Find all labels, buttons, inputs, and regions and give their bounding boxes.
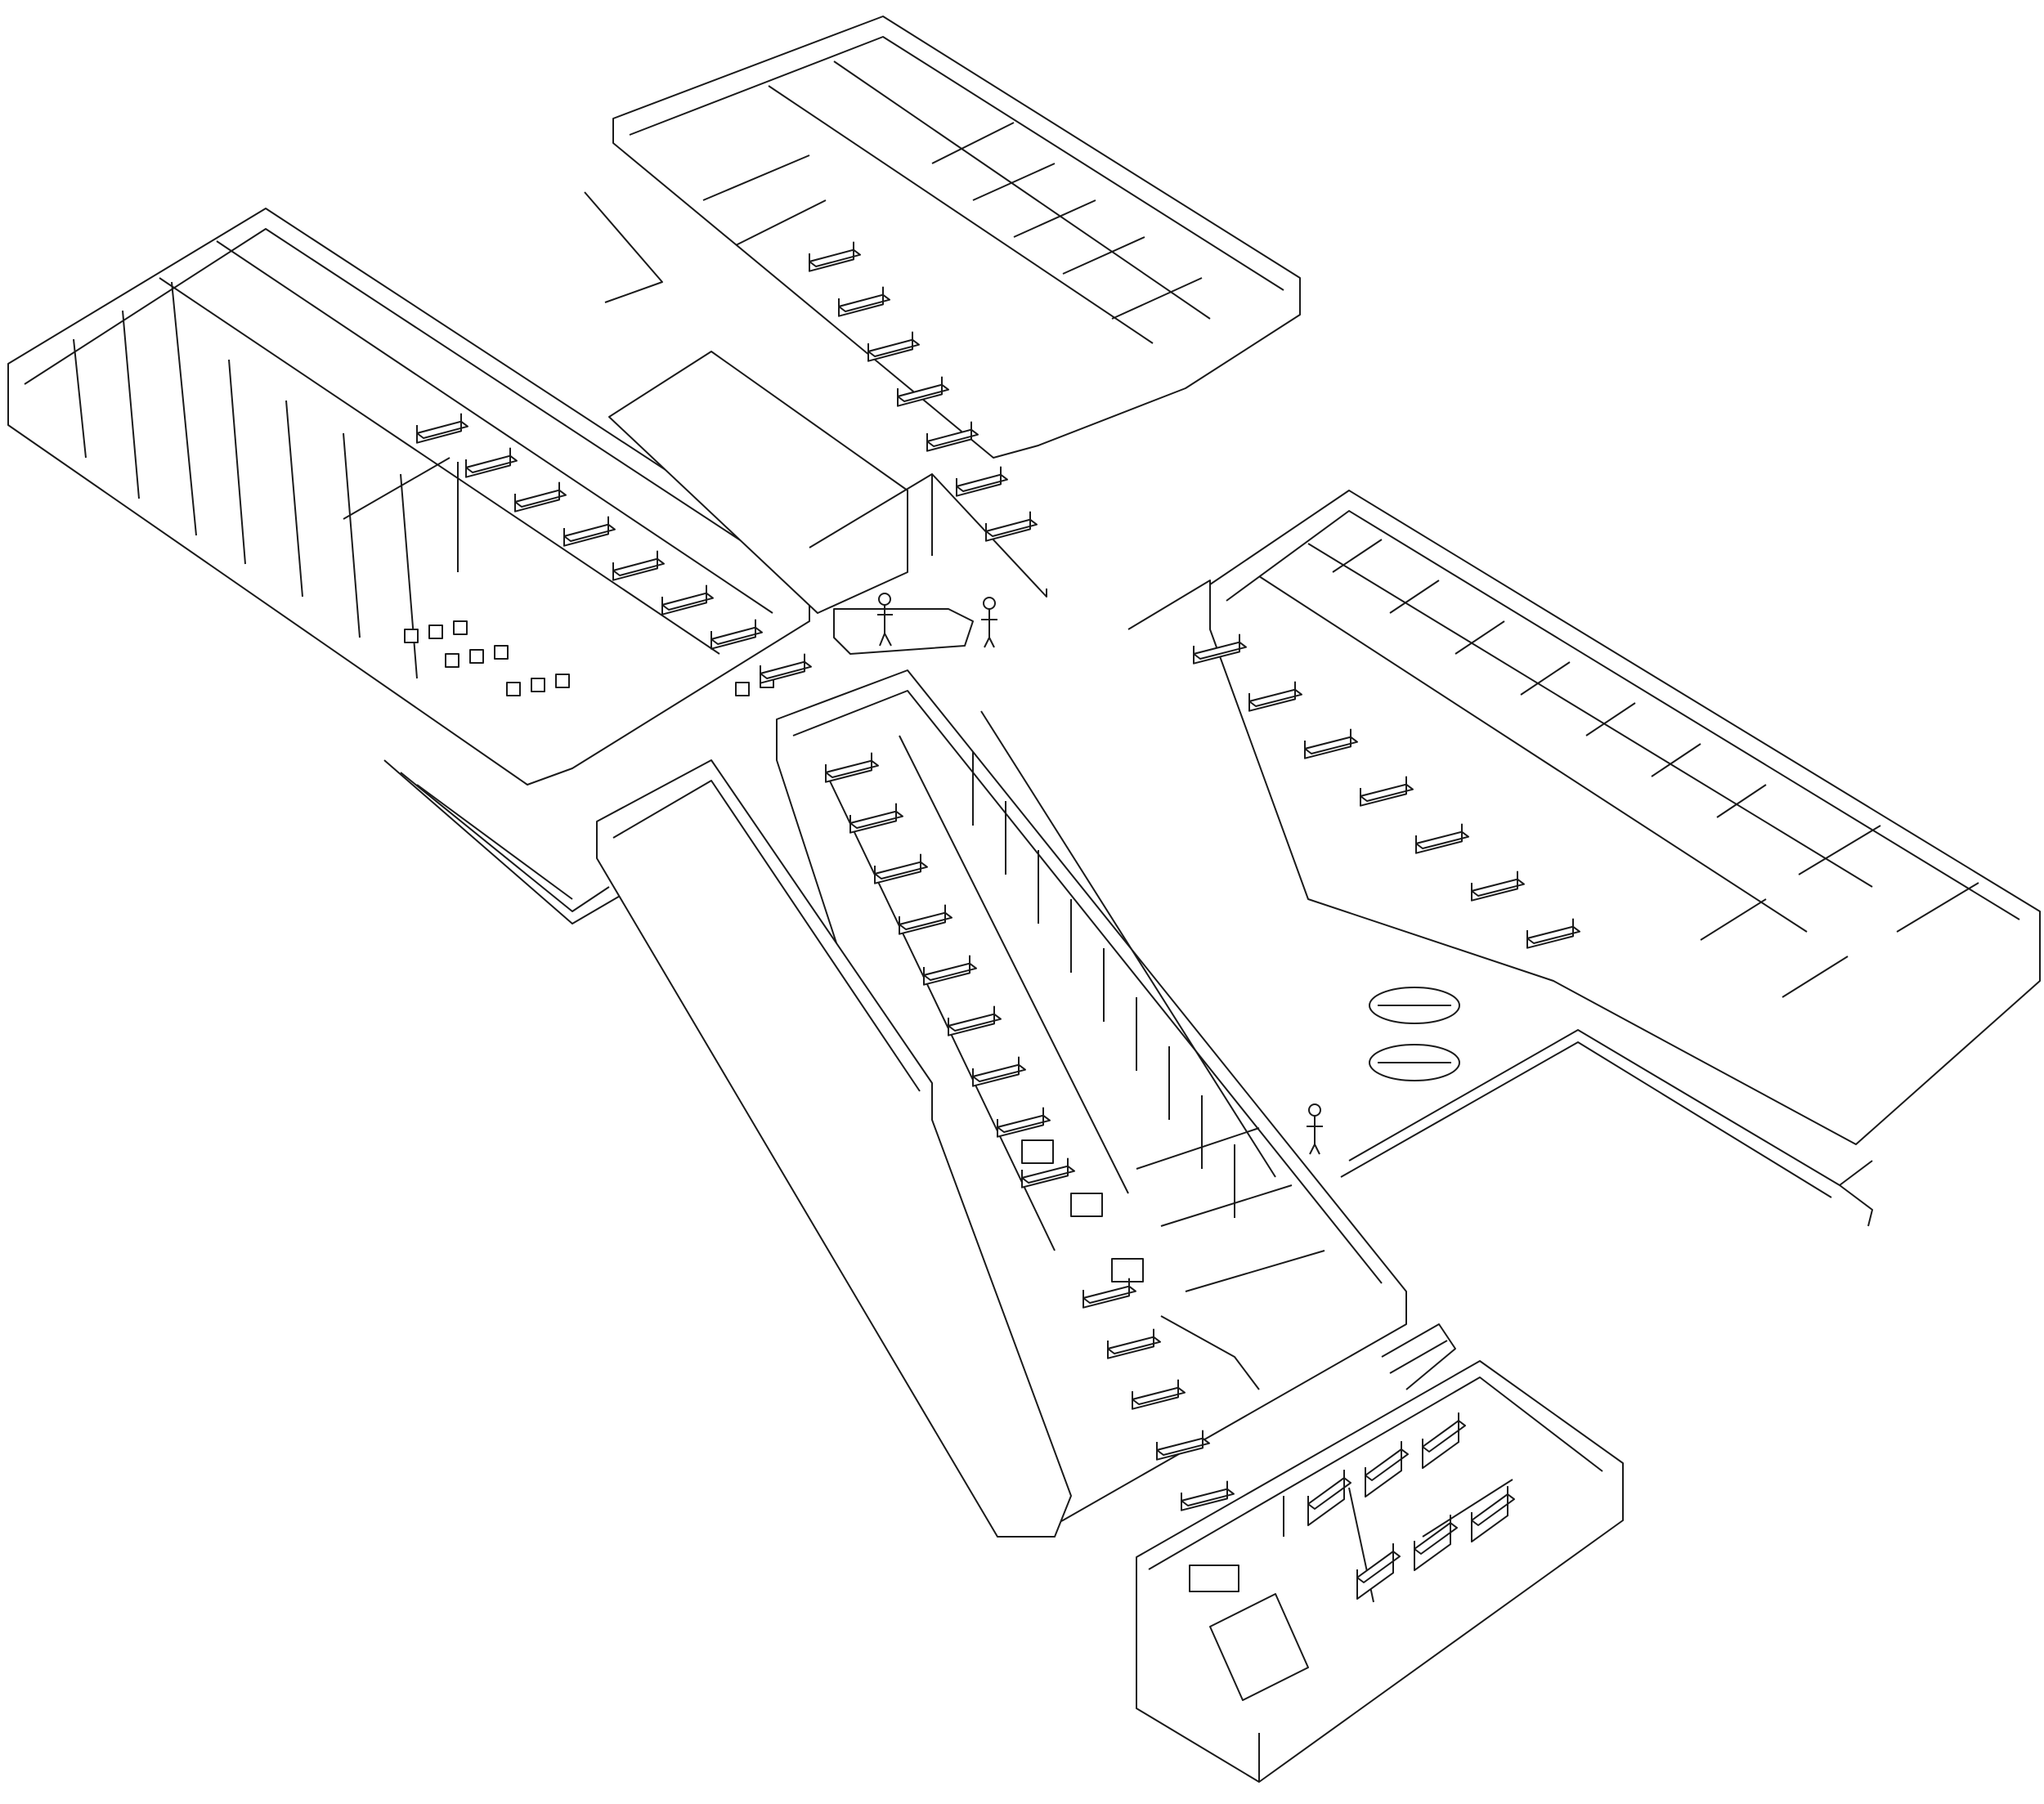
bed <box>1157 1430 1209 1460</box>
bed <box>1357 1543 1400 1599</box>
bed <box>898 377 948 406</box>
bed <box>760 654 811 683</box>
bed <box>1305 729 1357 759</box>
bed <box>839 287 890 316</box>
west-block <box>597 760 1071 1537</box>
bed <box>948 1006 1001 1036</box>
bed <box>1194 634 1246 664</box>
bed <box>711 620 762 649</box>
people-layer <box>877 593 1323 1154</box>
bed <box>1308 1470 1351 1525</box>
person-figure <box>1307 1104 1323 1154</box>
bed <box>1527 919 1580 948</box>
bed <box>927 422 978 451</box>
bed <box>1472 1486 1514 1542</box>
bed <box>850 804 903 833</box>
bed <box>564 517 615 546</box>
bed <box>997 1108 1050 1137</box>
bed <box>875 854 927 884</box>
central-hall <box>609 351 1047 654</box>
bed <box>613 551 664 580</box>
east-wing <box>1128 490 2040 1226</box>
bed <box>1249 682 1302 711</box>
bed <box>1132 1380 1185 1409</box>
bed <box>1083 1278 1136 1308</box>
west-wing <box>8 208 809 924</box>
person-figure <box>877 593 893 646</box>
outdoor-benches <box>1369 987 1459 1081</box>
bed <box>1181 1481 1234 1511</box>
bed <box>1414 1515 1457 1570</box>
bed <box>899 905 952 934</box>
bed <box>826 753 878 782</box>
bed <box>957 467 1007 496</box>
bed <box>1022 1158 1074 1188</box>
bed <box>986 512 1037 541</box>
meeting-chairs <box>405 621 773 696</box>
bed <box>417 414 468 443</box>
bed <box>809 242 860 271</box>
bed <box>466 448 517 477</box>
bed <box>662 585 713 615</box>
bed <box>1365 1441 1408 1497</box>
bed <box>924 956 976 985</box>
bed <box>868 332 919 361</box>
beds-layer <box>417 242 1580 1599</box>
north-wing <box>585 16 1300 458</box>
bed <box>1108 1329 1160 1359</box>
bed <box>1416 824 1468 853</box>
bed <box>1423 1412 1465 1468</box>
bed <box>1360 777 1413 806</box>
bed <box>1472 871 1524 901</box>
bed <box>973 1057 1025 1086</box>
person-figure <box>981 598 997 647</box>
bed <box>515 482 566 512</box>
